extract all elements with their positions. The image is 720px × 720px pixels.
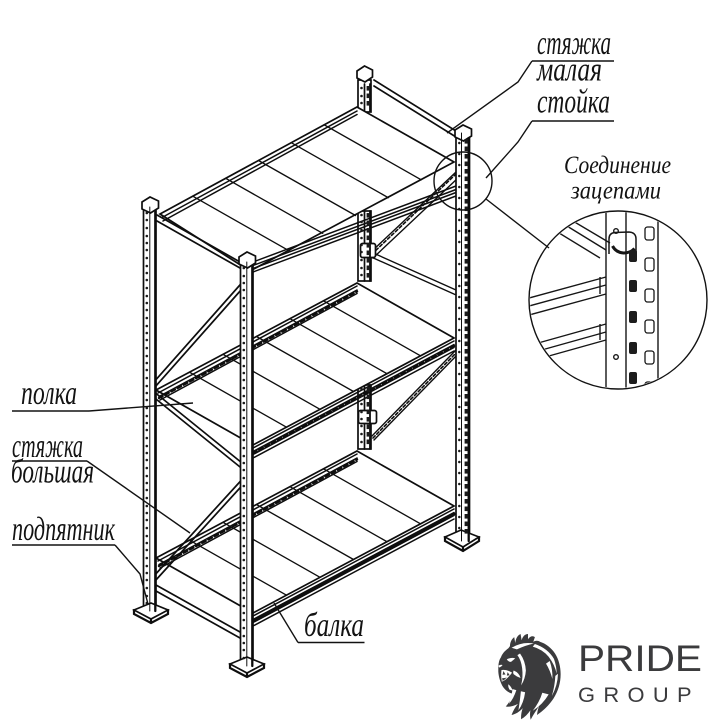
svg-text:GROUP: GROUP: [578, 684, 700, 707]
svg-text:стяжка: стяжка: [537, 25, 611, 62]
svg-text:стяжка: стяжка: [12, 428, 83, 465]
svg-text:зацепами: зацепами: [570, 178, 661, 205]
svg-text:полка: полка: [21, 375, 77, 412]
svg-text:балка: балка: [304, 607, 364, 644]
svg-text:большая: большая: [11, 454, 94, 491]
svg-text:малая: малая: [536, 52, 602, 89]
svg-text:стойка: стойка: [537, 84, 610, 121]
svg-text:Соединение: Соединение: [564, 152, 671, 179]
svg-text:PRIDE: PRIDE: [578, 638, 702, 679]
svg-text:подпятник: подпятник: [12, 511, 116, 548]
